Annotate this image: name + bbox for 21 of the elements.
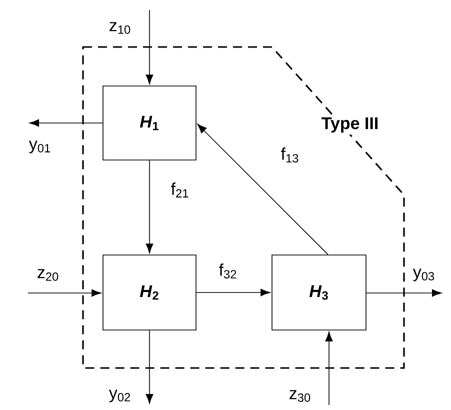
arrow bbox=[196, 288, 270, 296]
arrow bbox=[29, 119, 103, 127]
edge-label: f$_{32}$ bbox=[219, 264, 236, 278]
arrow bbox=[366, 289, 442, 297]
edge-label: f$_{21}$ bbox=[171, 182, 188, 198]
process-box: H$_{2}$ bbox=[102, 254, 196, 330]
edge-label: z$_{30}$ bbox=[290, 390, 310, 402]
edge-label: y$_{01}$ bbox=[28, 140, 50, 154]
edge-label: y$_{02}$ bbox=[108, 390, 130, 402]
arrow bbox=[146, 330, 154, 404]
arrow bbox=[28, 289, 102, 297]
edge-label: z$_{10}$ bbox=[110, 22, 130, 34]
process-box: H$_{1}$ bbox=[102, 86, 196, 160]
arrow bbox=[325, 332, 333, 406]
edge-label: z$_{20}$ bbox=[38, 269, 58, 281]
edge-label: y$_{03}$ bbox=[412, 268, 434, 282]
arrow bbox=[146, 160, 154, 254]
arrow bbox=[197, 124, 328, 255]
arrow bbox=[146, 10, 154, 84]
process-box: H$_{3}$ bbox=[272, 254, 366, 330]
edge-label: f$_{13}$ bbox=[281, 148, 298, 162]
